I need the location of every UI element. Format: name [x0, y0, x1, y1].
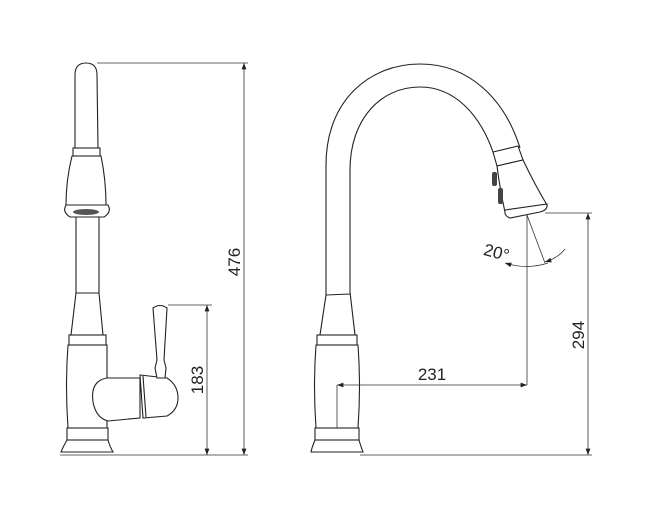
side-view-faucet	[60, 62, 179, 453]
swivel-axis-line	[526, 214, 546, 264]
spray-nozzle	[64, 204, 110, 218]
cap-band	[142, 375, 147, 418]
handle-hub	[92, 377, 141, 422]
body-ring	[316, 334, 358, 346]
gooseneck-inner	[349, 86, 494, 292]
spray-button-1	[492, 172, 497, 186]
body-ring	[68, 334, 107, 346]
spray-wand	[74, 62, 99, 149]
base-ring	[314, 427, 360, 441]
handle-cap	[139, 374, 179, 419]
base	[60, 439, 114, 453]
base-ring	[66, 427, 109, 441]
gooseneck-outer	[325, 63, 521, 295]
wand-ring	[72, 147, 101, 157]
front-view-faucet	[310, 63, 548, 453]
base	[310, 439, 364, 453]
spray-nozzle	[504, 203, 548, 219]
nozzle-face	[73, 209, 99, 215]
spout-tube	[319, 291, 356, 336]
angle-arc-right	[544, 248, 566, 263]
front-view-dimensions: 20° 231 294	[336, 212, 592, 456]
handle-height-label: 183	[188, 366, 207, 394]
spray-button-2	[498, 188, 503, 204]
side-view-dimensions: 476 183	[60, 62, 248, 456]
spout-height-label: 294	[569, 321, 588, 349]
swivel-angle-label: 20°	[482, 240, 512, 265]
overall-height-label: 476	[225, 248, 244, 276]
handle-lever	[152, 304, 168, 379]
spray-head	[496, 159, 548, 213]
reach-label: 231	[418, 365, 446, 384]
spray-head	[65, 155, 107, 206]
angle-arc-left	[504, 262, 549, 268]
spout-tube	[70, 217, 104, 336]
